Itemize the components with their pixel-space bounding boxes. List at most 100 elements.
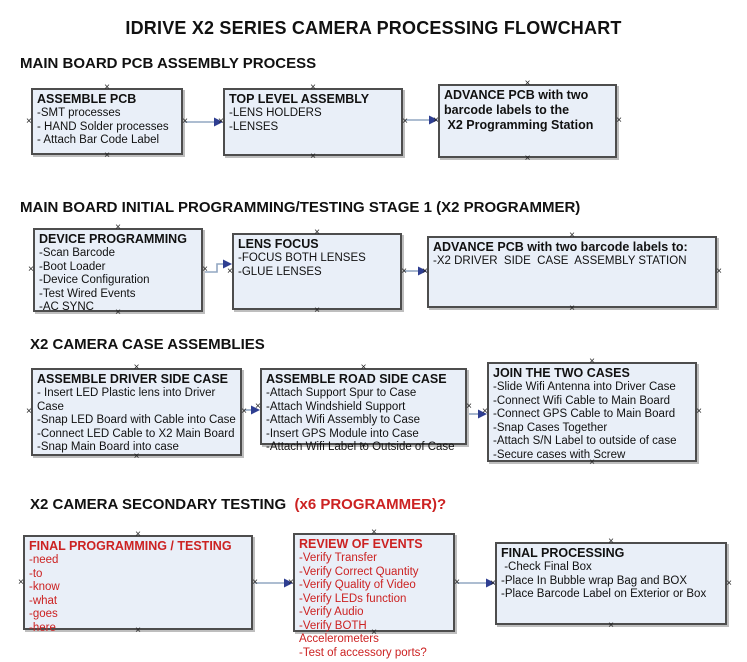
box-title: ASSEMBLE DRIVER SIDE CASE: [37, 372, 229, 386]
flow-box-top-level-assembly[interactable]: TOP LEVEL ASSEMBLY -LENS HOLDERS-LENSES …: [218, 83, 408, 162]
flow-box-advance-pcb-programming-station[interactable]: ADVANCE PCB with two barcode labels to t…: [433, 79, 622, 164]
box-title: ADVANCE PCB with two barcode labels to:: [433, 240, 688, 254]
connection-handle: ×: [314, 227, 320, 238]
box-item-line: -Attach Wifi Assembly to Case: [266, 414, 421, 426]
box-item-line: -to: [29, 567, 43, 580]
connection-handle: ×: [314, 305, 320, 316]
connection-handle: ×: [360, 440, 367, 451]
section-header-secondary-testing: X2 CAMERA SECONDARY TESTING (x6 PROGRAMM…: [30, 496, 446, 513]
box-title: JOIN THE TWO CASES: [493, 366, 630, 380]
connection-handle: ×: [115, 222, 121, 233]
box-item-line: -Scan Barcode: [39, 247, 116, 259]
box-item-line: -Snap Main Board into case: [37, 441, 179, 453]
box-item-line: -X2 DRIVER SIDE CASE ASSEMBLY STATION: [433, 255, 687, 267]
box-item-line: -SMT processes: [37, 107, 121, 119]
box-item-line: -Verify LEDs function: [299, 592, 407, 605]
connection-handle: ×: [569, 303, 575, 314]
connection-handle: ×: [360, 362, 367, 373]
flow-box-join-the-two-cases[interactable]: JOIN THE TWO CASES -Slide Wifi Antenna i…: [482, 357, 702, 468]
connection-handle: ×: [310, 151, 316, 162]
box-items: -SMT processes- HAND Solder processes- A…: [37, 107, 177, 148]
box-item-line: -Secure cases with Screw: [493, 448, 626, 461]
connection-handle: ×: [401, 265, 407, 277]
flow-box-final-processing[interactable]: FINAL PROCESSING -Check Final Box-Place …: [490, 537, 732, 631]
flow-box-final-programming-testing[interactable]: FINAL PROGRAMMING / TESTING -need-to-kno…: [18, 530, 258, 636]
connection-handle: ×: [433, 115, 439, 126]
section-header-secondary-testing-text: X2 CAMERA SECONDARY TESTING: [30, 496, 291, 513]
box-item-line: -Boot Loader: [39, 260, 106, 273]
box-item-line: -Verify Quality of Video: [299, 579, 416, 591]
box-items: -Attach Support Spur to Case-Attach Wind…: [266, 387, 461, 455]
connection-handle: ×: [589, 457, 595, 468]
box-title: DEVICE PROGRAMMING: [39, 232, 187, 246]
box-item-line: -Check Final Box: [501, 561, 592, 573]
flow-box-review-of-events[interactable]: REVIEW OF EVENTS -Verify Transfer-Verify…: [288, 528, 460, 659]
box-items: -Scan Barcode-Boot Loader-Device Configu…: [39, 247, 197, 315]
flow-box-assemble-road-side-case[interactable]: ASSEMBLE ROAD SIDE CASE -Attach Support …: [255, 363, 472, 454]
box-items: -Slide Wifi Antenna into Driver Case-Con…: [493, 381, 691, 462]
box-item-line: - Insert LED Plastic lens into Driver Ca…: [37, 387, 219, 413]
connection-handle: ×: [104, 82, 110, 93]
connection-handle: ×: [371, 627, 377, 638]
connection-handle: ×: [589, 356, 595, 367]
connection-handle: ×: [524, 153, 531, 164]
box-item-line: -AC SYNC: [39, 301, 94, 313]
connection-handle: ×: [218, 116, 224, 127]
box-item-line: -Connect Wifi Cable to Main Board: [493, 394, 671, 407]
box-item-line: -here: [29, 621, 56, 634]
box-item-line: -Connect LED Cable to X2 Main Board: [37, 427, 235, 440]
box-title: TOP LEVEL ASSEMBLY: [229, 92, 370, 106]
box-item-line: -Test of accessory ports?: [299, 646, 427, 659]
connection-handle: ×: [18, 576, 24, 588]
flow-box-advance-pcb-driver-side[interactable]: ADVANCE PCB with two barcode labels to: …: [422, 231, 722, 314]
box-items: -need-to-know-what-goes-here: [29, 554, 247, 635]
connection-handle: ×: [104, 150, 110, 161]
connection-handle: ×: [616, 115, 622, 126]
box-item-line: -LENSES: [229, 120, 279, 133]
section-header-pcb-assembly: MAIN BOARD PCB ASSEMBLY PROCESS: [20, 55, 317, 72]
connection-handle: ×: [135, 625, 141, 636]
box-item-line: -Place In Bubble wrap Bag and BOX: [501, 574, 688, 587]
box-item-line: -Snap LED Board with Cable into Case: [37, 414, 236, 426]
connection-handle: ×: [115, 307, 121, 318]
flow-box-assemble-pcb[interactable]: ASSEMBLE PCB -SMT processes- HAND Solder…: [26, 83, 188, 161]
connection-handle: ×: [182, 115, 188, 127]
connection-handle: ×: [454, 576, 460, 588]
connection-handle: ×: [252, 576, 258, 588]
connection-handle: ×: [466, 400, 472, 412]
connection-handle: ×: [26, 115, 32, 127]
box-title: ASSEMBLE PCB: [37, 92, 137, 106]
box-item-line: -Slide Wifi Antenna into Driver Case: [493, 381, 676, 393]
connection-handle: ×: [26, 406, 32, 417]
box-item-line: -Verify BOTH Accelerometers: [299, 619, 379, 646]
box-item-line: -LENS HOLDERS: [229, 107, 322, 119]
box-items: -Verify Transfer-Verify Correct Quantity…: [299, 552, 449, 660]
box-item-line: -FOCUS BOTH LENSES: [238, 252, 366, 264]
box-items: -Check Final Box-Place In Bubble wrap Ba…: [501, 561, 721, 602]
connection-handle: ×: [371, 527, 377, 538]
box-items: -LENS HOLDERS-LENSES: [229, 107, 397, 134]
box-item-line: -need: [29, 554, 59, 566]
connection-handle: ×: [135, 529, 141, 540]
flow-box-device-programming[interactable]: DEVICE PROGRAMMING -Scan Barcode-Boot Lo…: [28, 223, 208, 318]
connection-handle: ×: [310, 82, 316, 93]
connection-handle: ×: [422, 266, 428, 277]
box-item-line: -Place Barcode Label on Exterior or Box: [501, 588, 707, 600]
connection-handle: ×: [227, 265, 233, 277]
section-header-initial-programming: MAIN BOARD INITIAL PROGRAMMING/TESTING S…: [20, 199, 581, 216]
connection-handle: ×: [402, 116, 408, 127]
box-item-line: -goes: [29, 608, 58, 620]
flow-box-lens-focus[interactable]: LENS FOCUS -FOCUS BOTH LENSES-GLUE LENSE…: [227, 228, 407, 316]
box-title: ASSEMBLE ROAD SIDE CASE: [266, 372, 447, 386]
box-item-line: -what: [29, 594, 58, 607]
box-item-line: - HAND Solder processes: [37, 120, 169, 133]
box-item-line: -Test Wired Events: [39, 287, 136, 300]
box-item-line: -Verify Correct Quantity: [299, 565, 419, 578]
box-item-line: -Insert GPS Module into Case: [266, 427, 419, 440]
connection-handle: ×: [608, 536, 614, 547]
connection-handle: ×: [133, 362, 140, 373]
box-item-line: -Device Configuration: [39, 274, 150, 286]
box-item-line: - Attach Bar Code Label: [37, 134, 160, 146]
flow-box-assemble-driver-side-case[interactable]: ASSEMBLE DRIVER SIDE CASE - Insert LED P…: [26, 363, 247, 462]
connection-handle: ×: [241, 406, 247, 417]
